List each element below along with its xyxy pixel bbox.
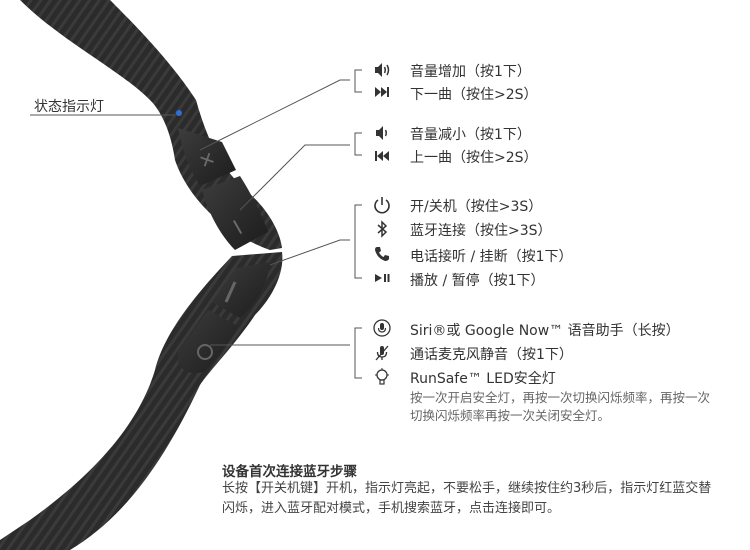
runsafe-text: RunSafe™ LED安全灯: [410, 371, 556, 387]
power-key: [212, 262, 270, 318]
upper-band: [20, 0, 196, 100]
volume-up-key: [178, 128, 236, 186]
runsafe-description: 按一次开启安全灯，再按一次切换闪烁频率，再按一次切换闪烁频率再按一次关闭安全灯。: [410, 390, 711, 423]
phone-icon: [372, 244, 392, 264]
prev-track-text: 上一曲（按住>2S）: [410, 150, 538, 166]
volume-up-text: 音量增加（按1下）: [410, 64, 531, 80]
multi-function-key: [177, 310, 238, 374]
phone-text: 电话接听 / 挂断（按1下）: [410, 249, 573, 265]
pairing-body: 长按【开关机键】开机，指示灯亮起，不要松手，继续按住约3秒后，指示灯红蓝交替闪烁…: [222, 481, 712, 516]
volume-down-icon: [372, 123, 392, 143]
bluetooth-icon: [372, 219, 392, 239]
status-led: [176, 110, 182, 116]
play-pause-icon: [372, 268, 392, 288]
light-bulb-icon: [372, 367, 392, 387]
voice-assistant-icon: [372, 318, 392, 338]
next-track-text: 下一曲（按住>2S）: [410, 87, 538, 103]
pairing-title: 设备首次连接蓝牙步骤: [222, 464, 357, 480]
power-text: 开/关机（按住>3S）: [410, 199, 543, 215]
volume-down-key: [202, 176, 268, 250]
status-indicator-label: 状态指示灯: [34, 99, 104, 115]
lower-band: [0, 370, 200, 550]
connector-group-2: [239, 144, 350, 211]
voice-assistant-text: Siri®或 Google Now™ 语音助手（长按）: [410, 323, 680, 339]
prev-track-icon: [372, 146, 392, 166]
volume-up-icon: [372, 60, 392, 80]
mic-mute-text: 通话麦克风静音（按1下）: [410, 347, 573, 363]
connector-group-1: [199, 79, 350, 151]
mic-mute-icon: [372, 343, 392, 363]
bluetooth-text: 蓝牙连接（按住>3S）: [410, 223, 552, 239]
power-icon: [372, 195, 392, 215]
play-pause-text: 播放 / 暂停（按1下）: [410, 273, 545, 289]
next-track-icon: [372, 82, 392, 102]
connector-group-3: [269, 239, 350, 266]
volume-down-text: 音量减小（按1下）: [410, 127, 531, 143]
